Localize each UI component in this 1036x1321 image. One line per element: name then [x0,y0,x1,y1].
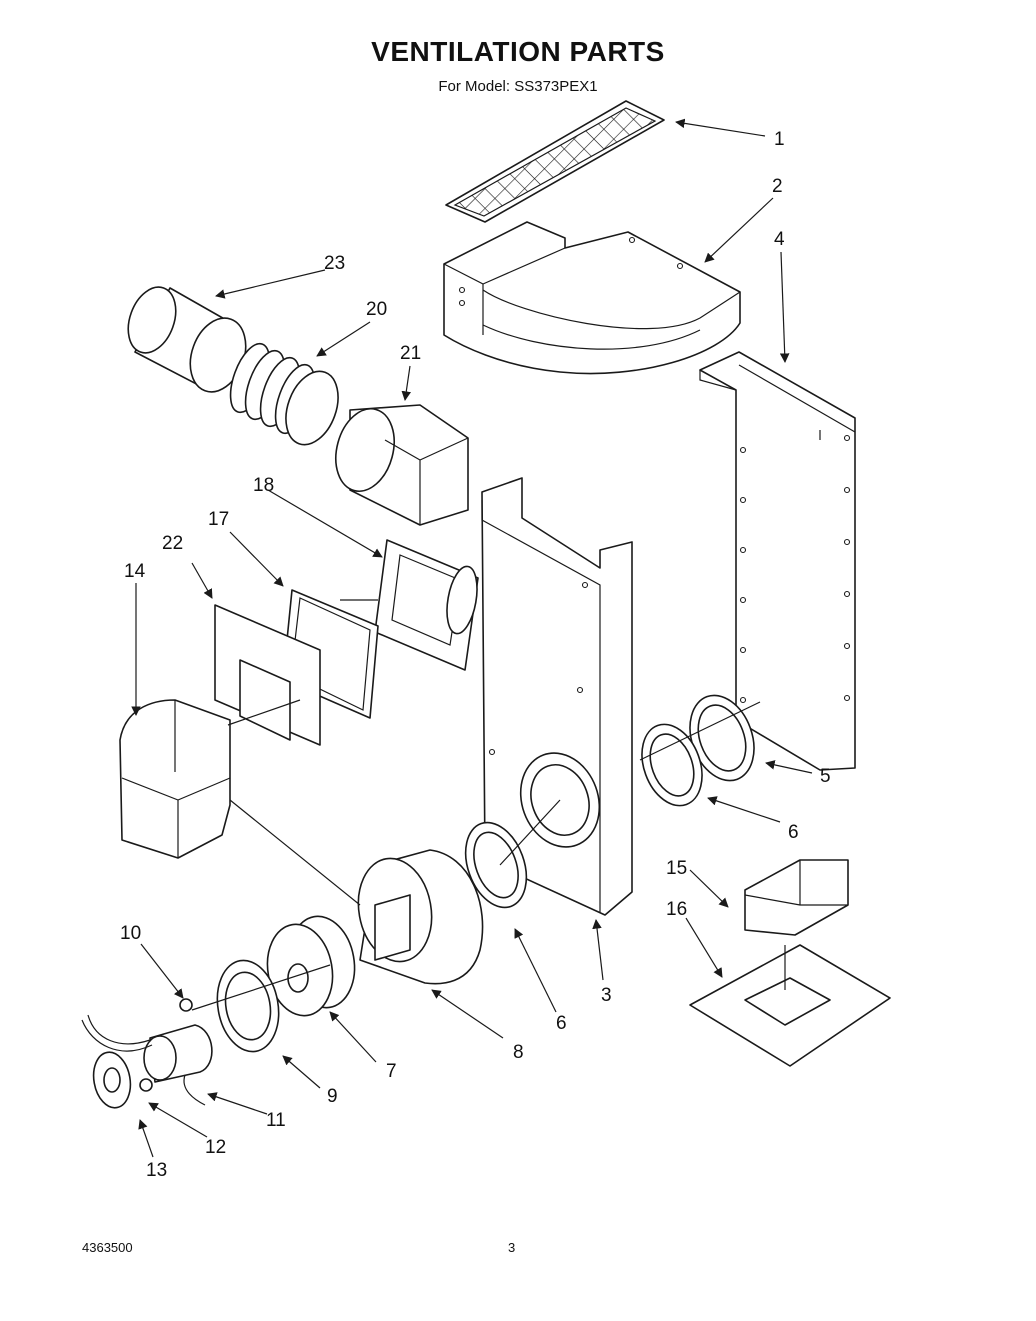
callout-10: 10 [120,923,141,944]
callout-9: 9 [327,1086,338,1107]
mounting-hole [843,486,851,494]
mounting-hole [843,434,851,442]
callout-labels: 1 2 4 23 20 21 18 17 22 14 5 6 15 16 10 … [120,129,831,1181]
callout-15: 15 [666,858,687,879]
mounting-hole [739,696,747,704]
page-title: VENTILATION PARTS [371,36,665,67]
part-outer-ring [689,694,755,782]
part-grease-filter [445,100,665,223]
part-hood-top [443,221,741,375]
callout-14: 14 [124,561,146,582]
part-flange-plate [374,539,479,671]
mounting-hole [843,590,851,598]
mounting-hole [739,546,747,554]
part-gasket-ring-lower [464,821,528,909]
callout-4: 4 [774,229,785,250]
callout-13: 13 [146,1160,167,1181]
callout-23: 23 [324,253,345,274]
callout-17: 17 [208,509,229,530]
callout-22: 22 [162,533,183,554]
callout-21: 21 [400,343,421,364]
model-subtitle: For Model: SS373PEX1 [438,78,598,95]
part-wall-plate [214,604,321,746]
callout-2: 2 [772,176,783,197]
callout-20: 20 [366,299,387,320]
callout-3: 3 [601,985,612,1006]
part-flex-duct [229,342,339,446]
part-wall-cap [744,859,849,936]
part-blower-wheel [266,915,356,1017]
part-motor-assembly [81,998,213,1109]
mounting-hole [739,646,747,654]
mounting-hole [843,538,851,546]
page-number: 3 [508,1240,516,1255]
mounting-hole [739,496,747,504]
part-blower-housing [357,849,484,985]
callout-12: 12 [205,1137,226,1158]
callout-7: 7 [386,1061,397,1082]
mounting-hole [739,596,747,604]
mounting-hole [739,446,747,454]
document-number: 4363500 [82,1240,133,1255]
callout-18: 18 [253,475,274,496]
mounting-hole [843,694,851,702]
part-elbow-duct [119,699,231,859]
callout-5: 5 [820,766,831,787]
callout-8: 8 [513,1042,524,1063]
part-duct-transition [335,404,469,526]
callout-16: 16 [666,899,687,920]
part-motor-gasket [216,959,280,1053]
callout-6-upper: 6 [788,822,799,843]
callout-6-lower: 6 [556,1013,567,1034]
callout-11: 11 [266,1110,286,1131]
mounting-hole [843,642,851,650]
assembly-lines [191,599,786,1011]
part-roof-plate [689,944,891,1067]
part-side-panel [699,351,856,771]
callout-1: 1 [774,129,785,150]
part-duct-collar [127,286,247,393]
leader-lines [131,118,813,1158]
